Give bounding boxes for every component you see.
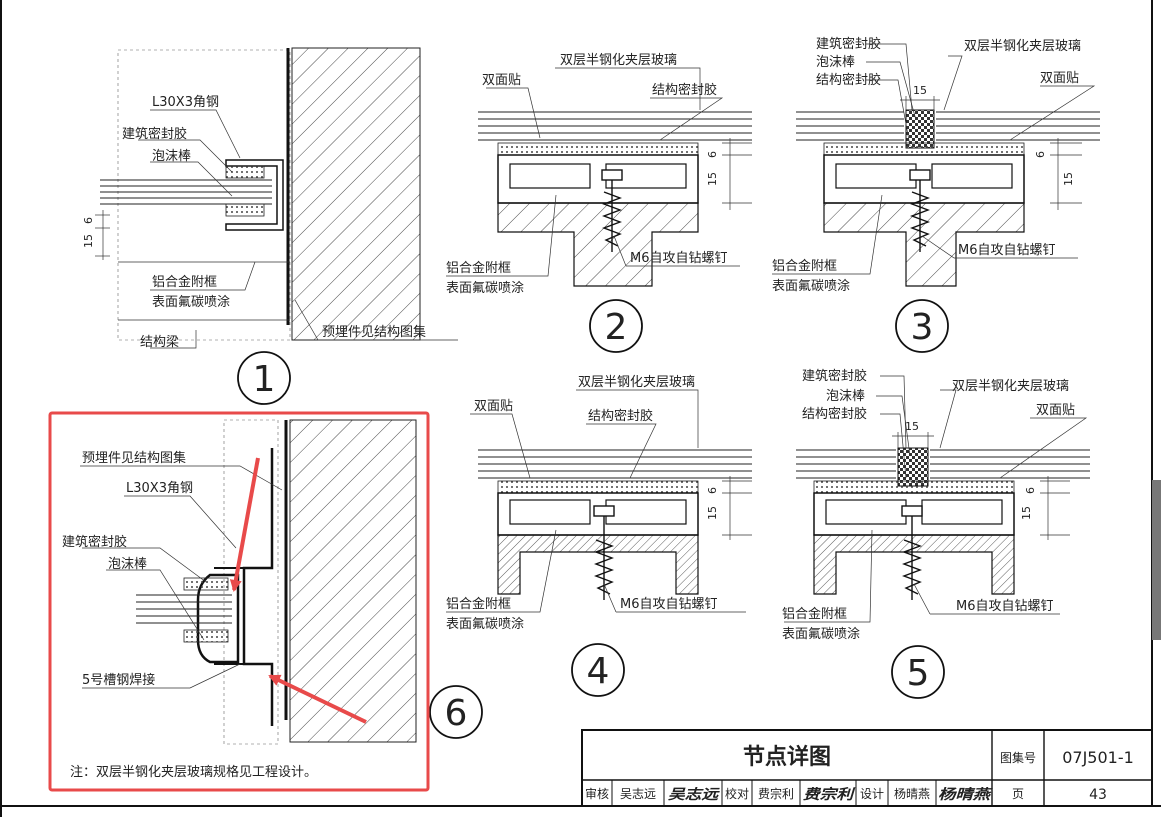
label-tape-2: 双面贴 (482, 73, 521, 88)
detail-number-5: 5 (907, 653, 930, 694)
label-build-sealant-6: 建筑密封胶 (62, 534, 127, 550)
label-screw-3: M6自攻自钻螺钉 (958, 243, 1056, 258)
dim-6: 6 (706, 487, 719, 494)
label-alu-frame-1: 铝合金附框 (152, 274, 217, 290)
label-foam-6: 泡沫棒 (108, 557, 147, 572)
annotation-arrow-2 (268, 674, 367, 724)
label-coating-4: 表面氟碳喷涂 (446, 616, 524, 632)
label-build-sealant-1: 建筑密封胶 (122, 126, 187, 142)
checker-signature: 费宗利 (803, 786, 857, 803)
detail-1: 6 15 L30X3角钢 建筑密封胶 泡沫棒 铝合金附框 表面氟碳喷涂 结构梁 … (82, 47, 458, 405)
detail-3: 15 6 15 建筑密封胶 泡沫棒 结构密封胶 双层半钢化夹层玻璃 双面贴 铝合… (772, 36, 1100, 353)
label-struct-sealant-2: 结构密封胶 (652, 82, 717, 98)
label-coating-5: 表面氟碳喷涂 (782, 626, 860, 642)
label-struct-sealant-5: 结构密封胶 (802, 406, 867, 422)
reviewer-name: 吴志远 (620, 787, 656, 801)
designer-signature: 杨晴燕 (938, 786, 994, 803)
label-struct-sealant-3: 结构密封胶 (816, 72, 881, 88)
dim-15: 15 (913, 84, 927, 97)
designer-name: 杨晴燕 (894, 786, 930, 801)
label-build-sealant-3: 建筑密封胶 (816, 36, 881, 52)
label-glass-4: 双层半钢化夹层玻璃 (578, 375, 695, 390)
page-number: 43 (1089, 787, 1107, 803)
dim-15: 15 (1062, 172, 1075, 186)
atlas-label: 图集号 (1000, 750, 1036, 765)
label-beam-1: 结构梁 (140, 335, 179, 350)
label-angle-6: L30X3角钢 (126, 481, 193, 496)
label-screw-5: M6自攻自钻螺钉 (956, 599, 1054, 614)
detail-number-1: 1 (253, 359, 276, 400)
detail-2: 6 15 双层半钢化夹层玻璃 双面贴 结构密封胶 铝合金附框 表面氟碳喷涂 M6… (446, 53, 752, 353)
atlas-number: 07J501-1 (1062, 748, 1134, 767)
label-tape-3: 双面贴 (1040, 71, 1079, 86)
label-tape-4: 双面贴 (474, 399, 513, 414)
detail-4: 6 15 双层半钢化夹层玻璃 双面贴 结构密封胶 铝合金附框 表面氟碳喷涂 M6… (446, 375, 752, 697)
label-coating-2: 表面氟碳喷涂 (446, 280, 524, 296)
label-alu-frame-5: 铝合金附框 (782, 606, 847, 622)
page-label: 页 (1012, 787, 1024, 801)
title-block: 节点详图 图集号 07J501-1 页 43 审核 吴志远 吴志远 校对 费宗利… (581, 729, 1153, 807)
detail-number-3: 3 (911, 307, 934, 348)
label-glass-5: 双层半钢化夹层玻璃 (952, 379, 1069, 394)
label-coating-1: 表面氟碳喷涂 (152, 294, 230, 310)
label-alu-frame-2: 铝合金附框 (446, 260, 511, 276)
detail-number-6: 6 (445, 693, 468, 734)
label-foam-5: 泡沫棒 (826, 389, 865, 404)
label-screw-4: M6自攻自钻螺钉 (620, 597, 718, 612)
label-build-sealant-5: 建筑密封胶 (802, 368, 867, 384)
label-foam-3: 泡沫棒 (816, 55, 855, 70)
dim-15: 15 (1020, 506, 1033, 520)
label-glass-2: 双层半钢化夹层玻璃 (560, 53, 677, 68)
detail-number-4: 4 (587, 651, 610, 692)
label-embedded-1: 预埋件见结构图集 (322, 324, 426, 340)
label-embedded-6: 预埋件见结构图集 (82, 450, 186, 466)
label-screw-2: M6自攻自钻螺钉 (630, 251, 728, 266)
design-label: 设计 (860, 787, 884, 801)
label-tape-5: 双面贴 (1036, 403, 1075, 418)
check-label: 校对 (725, 786, 749, 801)
detail-6: 预埋件见结构图集 L30X3角钢 建筑密封胶 泡沫棒 5号槽钢焊接 注：双层半钢… (62, 419, 483, 780)
reviewer-signature: 吴志远 (668, 786, 720, 803)
label-coating-3: 表面氟碳喷涂 (772, 278, 850, 294)
detail-5: 15 6 15 建筑密封胶 泡沫棒 结构密封胶 双层半钢化夹层玻璃 双面贴 铝合… (782, 368, 1090, 699)
highlight-frame (48, 411, 430, 792)
label-alu-frame-3: 铝合金附框 (772, 258, 837, 274)
dim-6: 6 (706, 151, 719, 158)
annotation-arrow-1 (229, 457, 260, 592)
edge-shadow (1152, 480, 1161, 640)
dim-6: 6 (1024, 487, 1037, 494)
label-channel-6: 5号槽钢焊接 (82, 672, 155, 688)
dim-15: 15 (706, 506, 719, 520)
label-angle-1: L30X3角钢 (152, 95, 219, 110)
label-alu-frame-4: 铝合金附框 (446, 596, 511, 612)
dim-15: 15 (706, 172, 719, 186)
dim-15: 15 (905, 420, 919, 433)
label-glass-3: 双层半钢化夹层玻璃 (964, 39, 1081, 54)
dim-6: 6 (82, 217, 95, 224)
dim-15: 15 (82, 234, 95, 248)
label-foam-1: 泡沫棒 (152, 149, 191, 164)
drawing-title: 节点详图 (743, 744, 831, 770)
review-label: 审核 (585, 786, 609, 801)
detail-number-2: 2 (605, 307, 628, 348)
checker-name: 费宗利 (758, 786, 794, 801)
detail-note: 注：双层半钢化夹层玻璃规格见工程设计。 (70, 764, 317, 780)
dim-6: 6 (1034, 151, 1047, 158)
label-struct-sealant-4: 结构密封胶 (588, 408, 653, 424)
